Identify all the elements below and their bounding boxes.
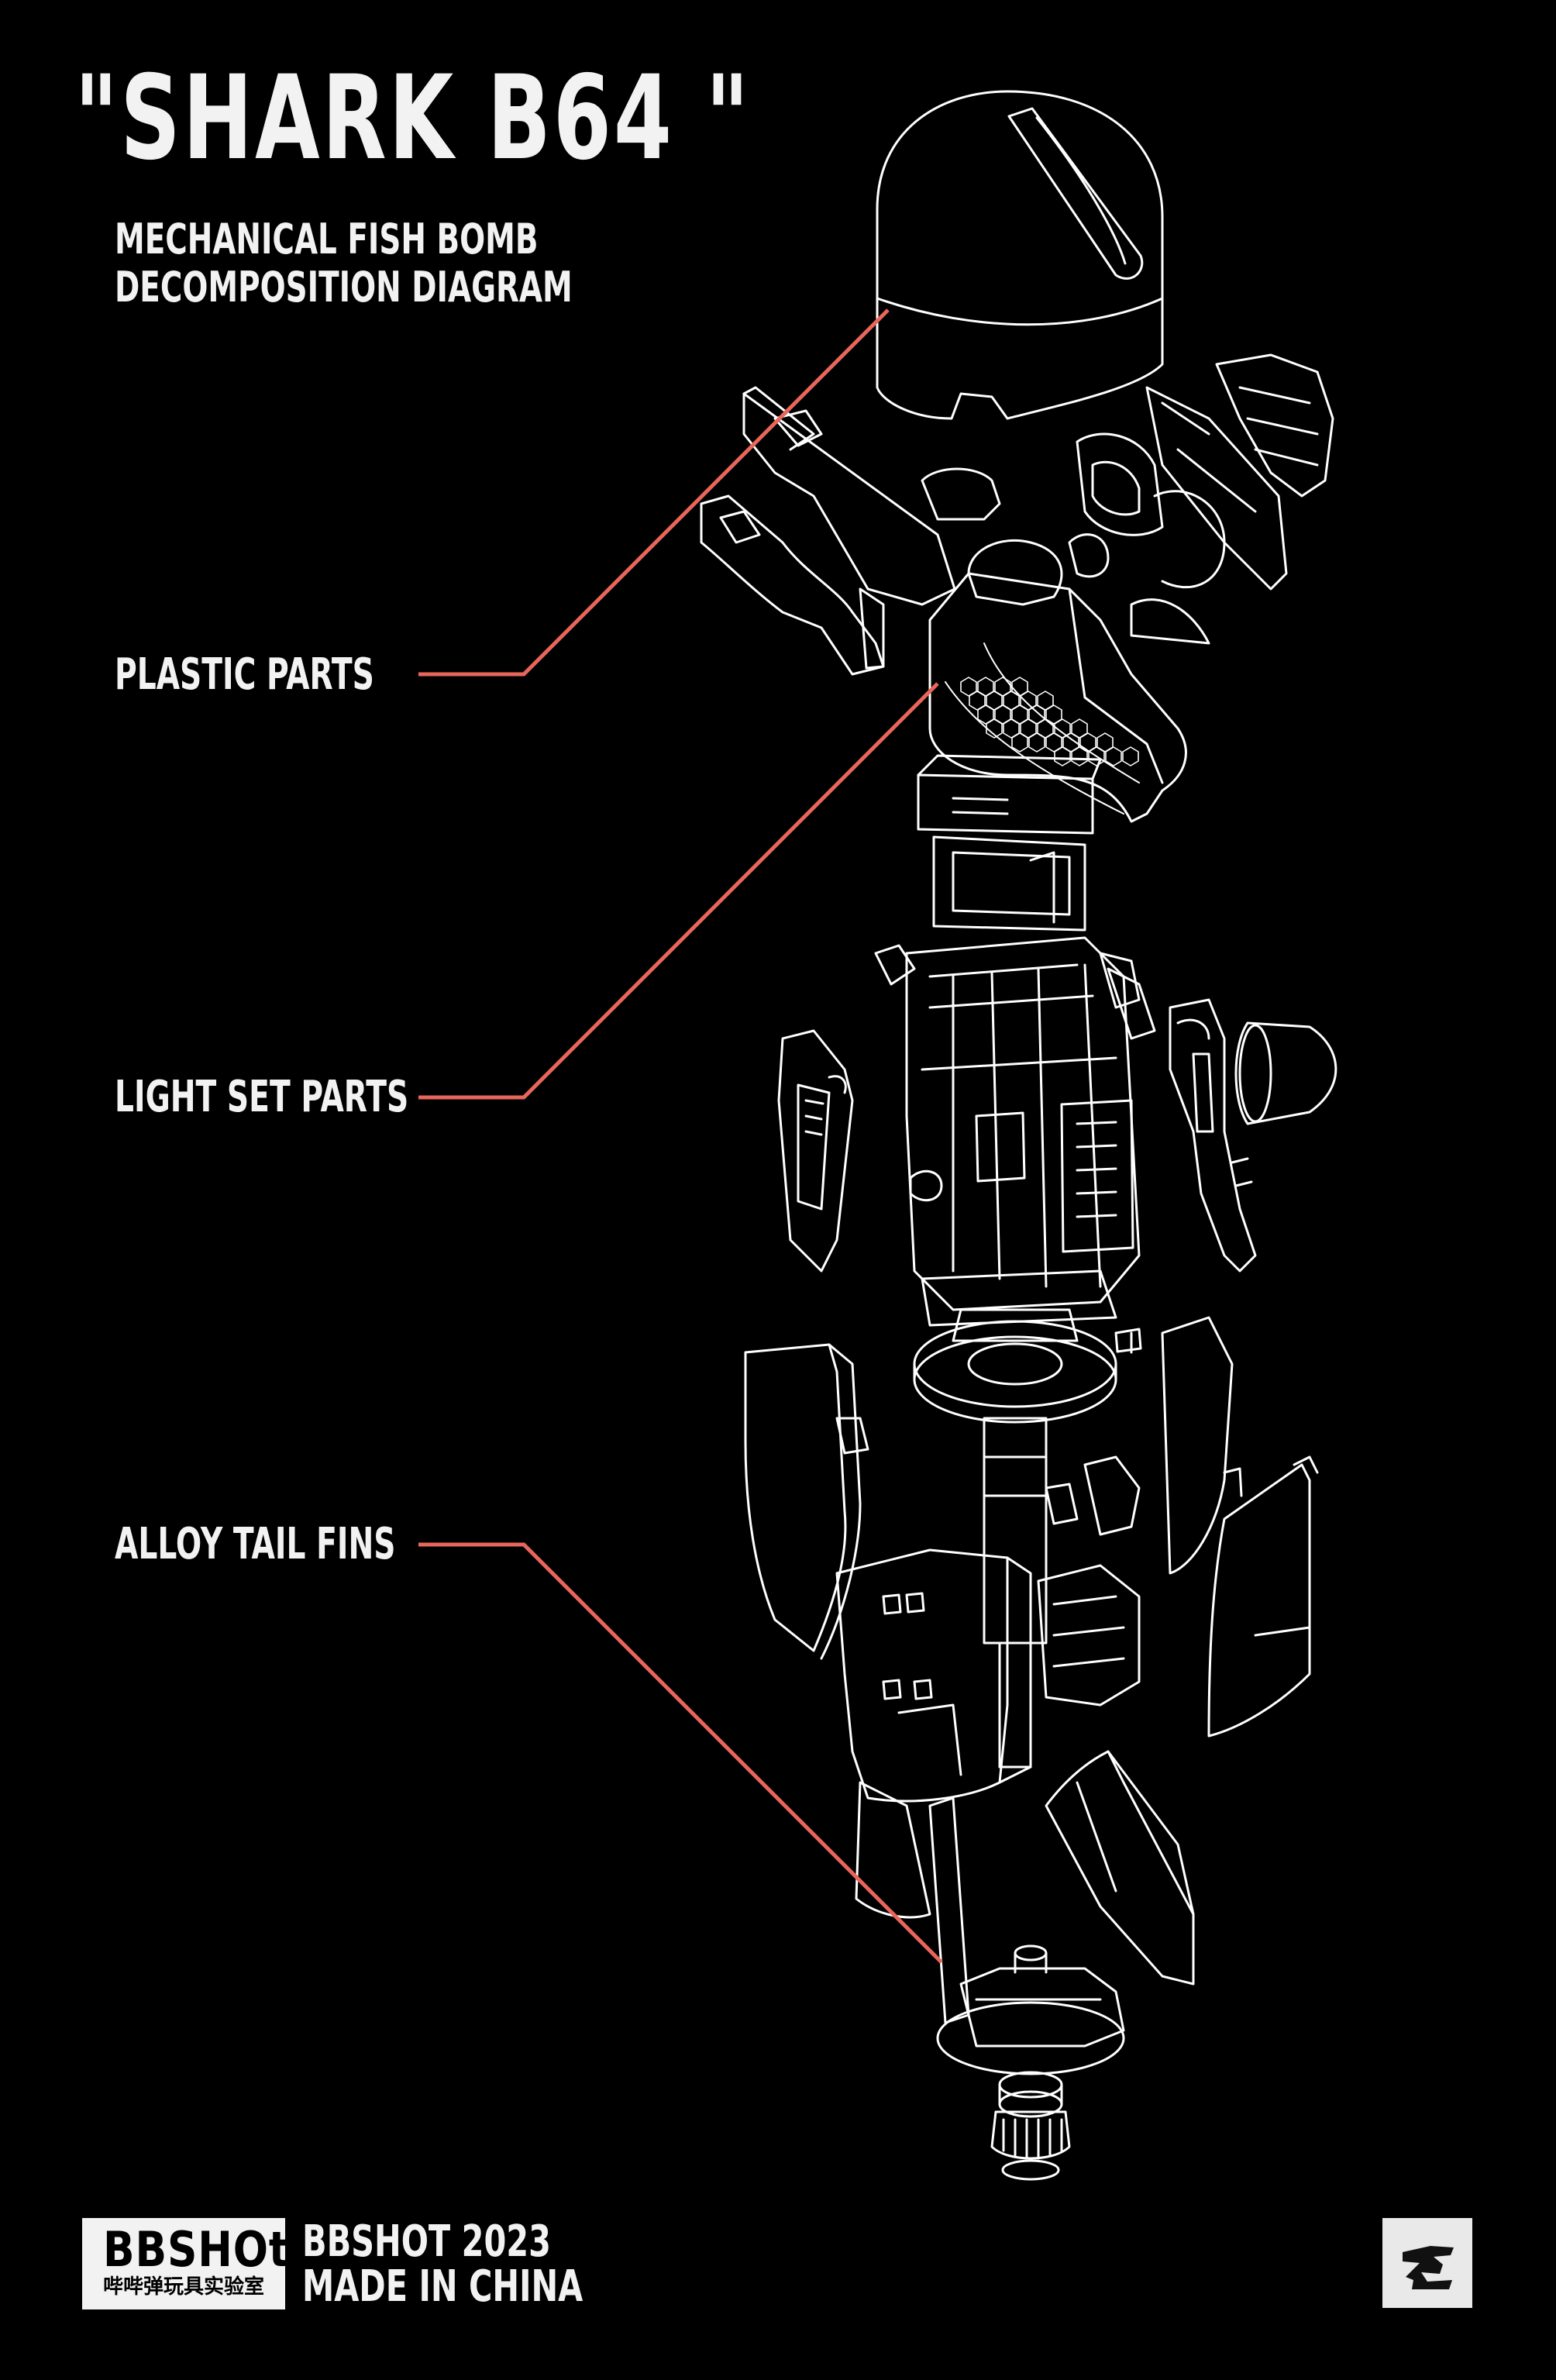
upper-box-part: [917, 754, 1102, 932]
left-side-panel-part: [777, 1029, 854, 1273]
right-fin-panel-part: [1114, 1316, 1319, 1738]
mid-body-mechanism: [874, 936, 1156, 1327]
right-bracket-part: [1037, 1455, 1141, 1707]
subtitle-line-2: DECOMPOSITION DIAGRAM: [115, 263, 573, 312]
callout-line-plastic-parts: [418, 308, 890, 677]
nose-cone-part: [1234, 1021, 1337, 1125]
left-fin-panel-part: [744, 1343, 869, 1660]
honeycomb-texture: [960, 677, 1139, 766]
logo-chinese-text: 哔哔弹玩具实验室: [102, 2275, 264, 2299]
logo-wordmark: BBSHOt: [102, 2221, 290, 2278]
callout-label-plastic-parts: PLASTIC PARTS: [115, 649, 374, 700]
callout-line-alloy-tail-fins: [418, 1542, 943, 1964]
callout-lines: [418, 308, 943, 1964]
subtitle-line-1: MECHANICAL FISH BOMB: [115, 215, 539, 263]
footer-origin: MADE IN CHINA: [302, 2261, 584, 2312]
callout-label-alloy-tail-fins: ALLOY TAIL FINS: [115, 1519, 396, 1569]
footer-info: BBSHOT 2023 MADE IN CHINA: [302, 2220, 583, 2309]
neck-collar-part: [921, 467, 1187, 823]
right-arm-part: [1169, 998, 1257, 1273]
poster-subtitle: MECHANICAL FISH BOMB DECOMPOSITION DIAGR…: [115, 215, 573, 312]
upper-right-parts: [1068, 353, 1334, 645]
callout-line-light-set-parts: [418, 682, 939, 1100]
center-shaft-part: [983, 1417, 1048, 1769]
brand-logo-icon: BBSHOt 哔哔弹玩具实验室: [82, 2218, 290, 2309]
callout-label-light-set-parts: LIGHT SET PARTS: [115, 1072, 409, 1122]
front-fin-panel-part: [835, 1548, 1032, 1803]
nose-dome-part: [876, 90, 1164, 420]
bearing-ring-part: [913, 1308, 1117, 1424]
base-assembly-part: [936, 1944, 1125, 2181]
brand-mark-glyph: [1403, 2246, 1454, 2289]
poster-title: "SHARK B64 ": [74, 51, 752, 186]
brand-mark-icon: [1382, 2218, 1472, 2308]
lower-tail-fins-part: [855, 1750, 1195, 2024]
footer-brand-year: BBSHOT 2023: [302, 2216, 551, 2267]
lower-claw-arm-part: [700, 494, 885, 676]
